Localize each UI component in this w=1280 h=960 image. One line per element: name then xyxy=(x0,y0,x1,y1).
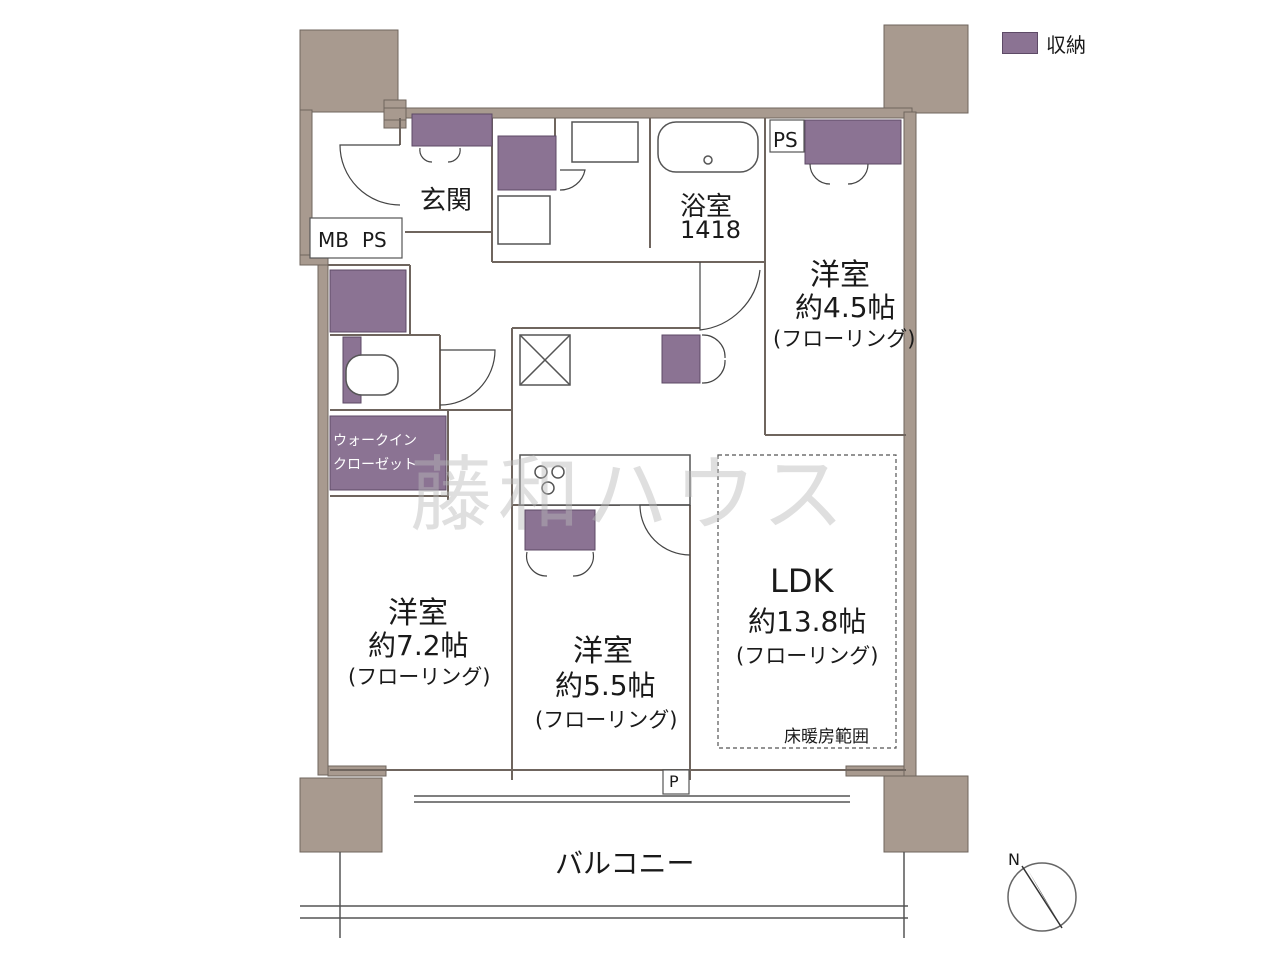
floor-heating-label: 床暖房範囲 xyxy=(784,727,869,747)
compass-north-label: N xyxy=(1008,850,1020,869)
bath-size: 1418 xyxy=(680,216,742,244)
meter-box xyxy=(309,217,403,259)
storage-legend-label: 収納 xyxy=(1046,33,1086,57)
ldk-floor: (フローリング) xyxy=(736,644,879,668)
mb-label: MB xyxy=(318,228,349,252)
pipe-shaft-box xyxy=(662,769,690,795)
ldk-name: LDK xyxy=(770,562,834,600)
bedroom1-floor: (フローリング) xyxy=(773,327,916,351)
windows xyxy=(300,795,908,938)
floor-heating-area xyxy=(717,454,897,749)
bath-label: 浴室 xyxy=(680,192,733,222)
bedroom3-floor: (フローリング) xyxy=(535,708,678,732)
storage-blocks xyxy=(329,113,902,551)
column-top-right xyxy=(883,24,969,114)
ps-label-top: PS xyxy=(773,128,798,152)
column-bottom-right xyxy=(883,775,969,853)
bedroom2-size: 約7.2帖 xyxy=(368,629,469,662)
bedroom1-size: 約4.5帖 xyxy=(795,291,896,324)
balcony-label: バルコニー xyxy=(555,847,695,880)
fixtures xyxy=(345,121,759,506)
column-top-left xyxy=(299,29,399,113)
watermark: 藤和ハウス xyxy=(410,448,851,543)
bedroom3-name: 洋室 xyxy=(573,634,633,669)
ldk-size: 約13.8帖 xyxy=(748,605,867,638)
bedroom3-size: 約5.5帖 xyxy=(555,669,656,702)
door-swings xyxy=(339,144,869,577)
storage-legend-swatch xyxy=(1002,32,1038,54)
closet-label-2: クローゼット xyxy=(333,457,417,473)
pipe-label: P xyxy=(669,772,679,791)
ps-label-left: PS xyxy=(362,228,387,252)
bedroom1-name: 洋室 xyxy=(810,258,870,293)
closet-label-1: ウォークイン xyxy=(333,433,417,449)
entrance-label: 玄関 xyxy=(420,186,473,216)
compass-icon xyxy=(1007,862,1077,932)
bedroom2-name: 洋室 xyxy=(388,596,448,631)
exterior-walls xyxy=(299,99,917,777)
ps-box-top xyxy=(769,119,805,153)
column-bottom-left xyxy=(299,777,383,853)
bedroom2-floor: (フローリング) xyxy=(348,665,491,689)
